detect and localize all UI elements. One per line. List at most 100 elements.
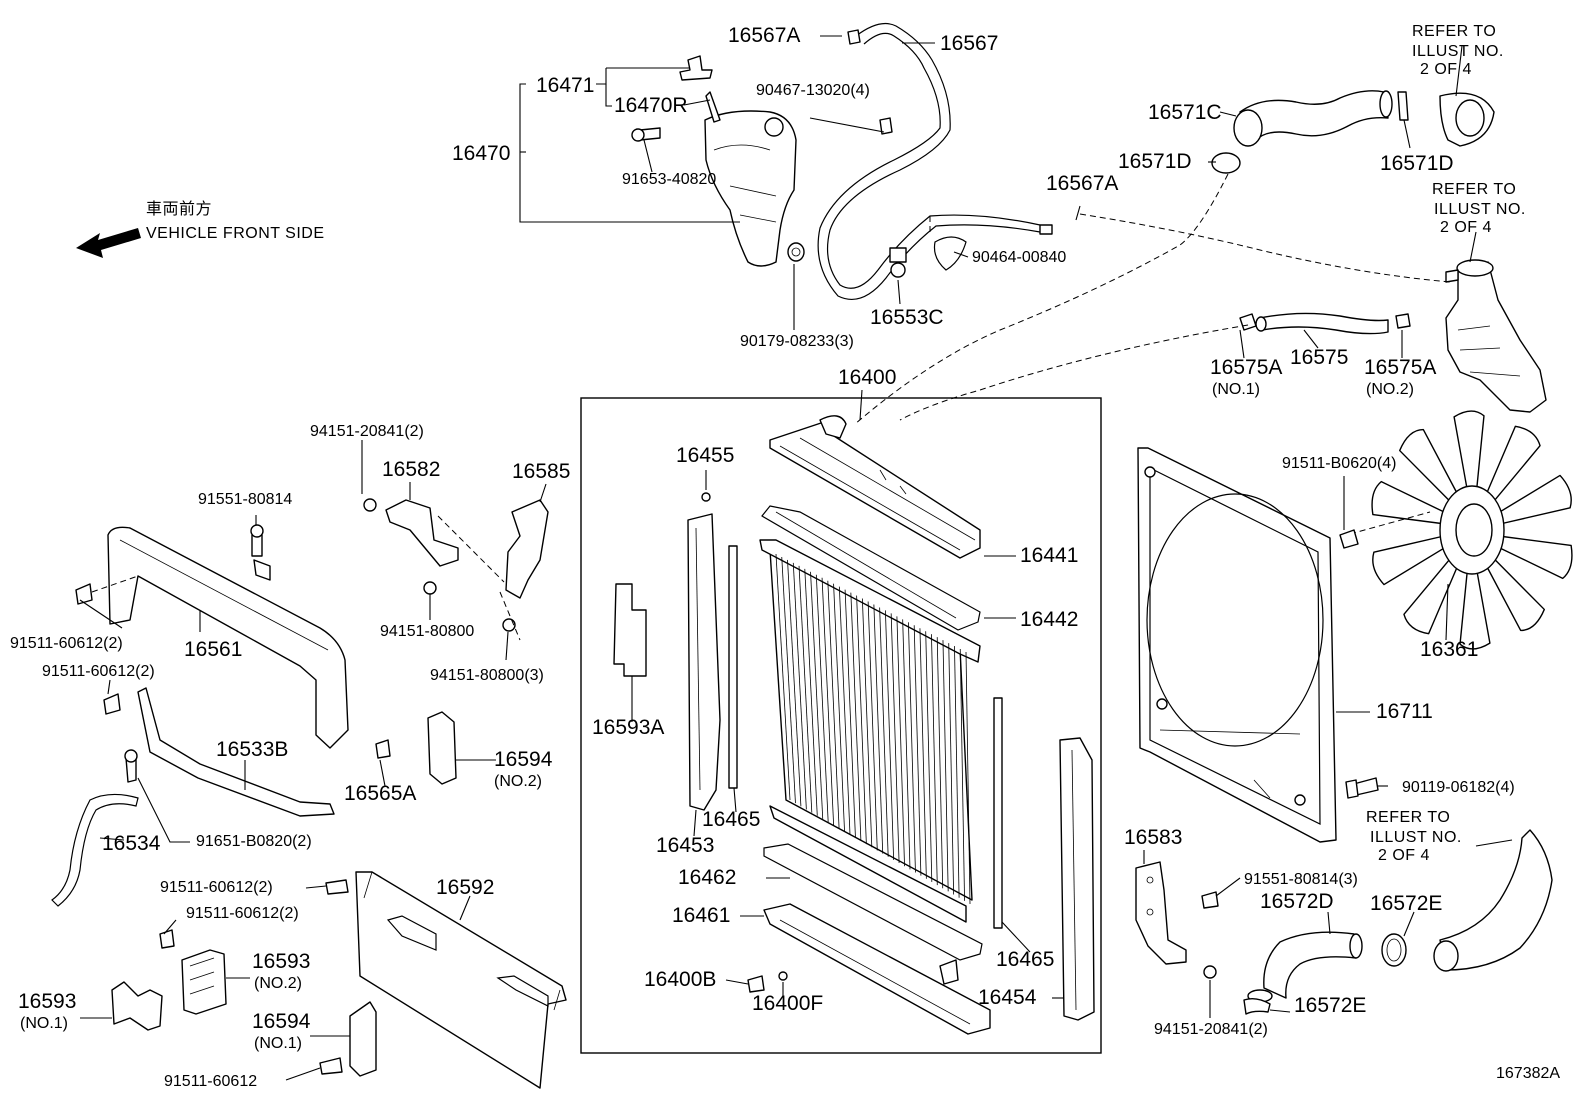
label-94151-20841-bottom: 94151-20841(2) — [1154, 1021, 1268, 1038]
core-fin-line — [792, 562, 807, 810]
label-16461: 16461 — [672, 904, 730, 927]
label-16553C: 16553C — [870, 306, 944, 329]
core-fin-line — [838, 586, 851, 835]
seal-16593-no2 — [181, 949, 227, 1015]
label-16470: 16470 — [452, 142, 510, 165]
core-fin-line — [821, 577, 835, 826]
label-91511-60612-e: 91511-60612 — [164, 1073, 257, 1090]
label-16571D-left: 16571D — [1118, 150, 1192, 173]
core-fin-line — [787, 559, 802, 807]
core-fin-line — [775, 553, 791, 801]
clamp-16572E — [1243, 933, 1407, 1015]
label-16571D-right: 16571D — [1380, 152, 1454, 175]
label-16471: 16471 — [536, 74, 594, 97]
label-16594-no1: 16594 — [252, 1010, 311, 1033]
core-fin-line — [781, 556, 796, 804]
water-outlet-drawing — [1445, 259, 1547, 413]
drain-plug-drawing — [701, 492, 788, 993]
upper-hose-drawing — [1211, 90, 1495, 174]
fan-blade — [1459, 567, 1491, 650]
radiator-core — [759, 539, 981, 923]
label-16571C: 16571C — [1148, 101, 1222, 124]
label-16533B: 16533B — [216, 738, 288, 761]
radiator-upper-gasket — [761, 505, 981, 631]
label-16567A-top: 16567A — [728, 24, 800, 47]
core-fin-line — [833, 583, 845, 832]
label-16583: 16583 — [1124, 826, 1182, 849]
label-16593-no2: 16593 — [252, 950, 310, 973]
refer-note-3-line3: 2 OF 4 — [1378, 847, 1430, 864]
refer-note-2-line3: 2 OF 4 — [1440, 219, 1492, 236]
label-16442: 16442 — [1020, 608, 1078, 631]
label-16465-right: 16465 — [996, 948, 1054, 971]
label-16594-no2: 16594 — [494, 748, 553, 771]
fan-blade — [1403, 557, 1459, 635]
core-fin-line — [896, 616, 905, 867]
core-fin-line — [954, 646, 960, 898]
core-fin-line — [815, 574, 829, 823]
fastener-drawings — [75, 498, 1379, 1075]
label-91511-60612-a: 91511-60612(2) — [10, 635, 123, 652]
label-90119: 90119-06182(4) — [1402, 779, 1515, 796]
fan-blade — [1498, 474, 1572, 525]
bracket-16585 — [505, 499, 549, 599]
label-16593-no1: 16593 — [18, 990, 76, 1013]
label-16567: 16567 — [940, 32, 998, 55]
core-fin-line — [804, 568, 818, 816]
label-90179: 90179-08233(3) — [740, 333, 854, 350]
fan-blade — [1398, 428, 1459, 503]
radiator-lower-tank — [763, 843, 991, 1035]
label-16592: 16592 — [436, 876, 494, 899]
refer-note-top: REFER TO ILLUST NO. 2 OF 4 — [1412, 23, 1503, 78]
label-16470R: 16470R — [614, 94, 688, 117]
core-fin-line — [890, 613, 900, 864]
label-16575A-no1-sub: (NO.1) — [1212, 381, 1260, 398]
radiator-support-16561 — [107, 526, 349, 749]
core-fin-line — [810, 571, 824, 819]
core-fin-line — [908, 622, 916, 873]
bypass-hose-drawing — [1239, 312, 1411, 335]
label-94151-80800-3: 94151-80800(3) — [430, 667, 544, 684]
core-fin-line — [850, 592, 862, 841]
radiator-upper-tank — [769, 415, 981, 559]
core-fin-line — [873, 604, 884, 854]
label-91651: 91651-B0820(2) — [196, 833, 312, 850]
refer-note-1-line1: REFER TO — [1412, 23, 1496, 40]
label-16465-left: 16465 — [702, 808, 760, 831]
label-16400F: 16400F — [752, 992, 823, 1015]
core-fin-line — [948, 643, 955, 895]
refer-note-2-line1: REFER TO — [1432, 181, 1516, 198]
label-16572E-bottom: 16572E — [1294, 994, 1366, 1017]
label-16585: 16585 — [512, 460, 570, 483]
core-fin-line — [913, 625, 922, 876]
bracket-16582 — [385, 499, 459, 567]
fan-blade — [1485, 557, 1546, 632]
radiator-side-supports — [613, 513, 1095, 1021]
seal-16594-no2 — [427, 711, 457, 785]
label-16565A: 16565A — [344, 782, 416, 805]
cooling-fan-drawing — [1349, 410, 1573, 650]
vehicle-front-arrow — [76, 228, 141, 258]
core-fin-line — [925, 631, 933, 882]
label-16593-no2-sub: (NO.2) — [254, 975, 302, 992]
reservoir-tank-drawing — [631, 55, 805, 267]
core-fin-line — [936, 637, 944, 889]
refer-note-middle: REFER TO ILLUST NO. 2 OF 4 — [1432, 181, 1525, 236]
seal-16594-no1 — [349, 1001, 377, 1077]
label-16575: 16575 — [1290, 346, 1348, 369]
brace-16533B — [137, 687, 335, 817]
direction-label-en: VEHICLE FRONT SIDE — [146, 225, 325, 242]
label-16455: 16455 — [676, 444, 734, 467]
core-fin-line — [902, 619, 911, 870]
core-fin-line — [861, 598, 873, 848]
label-16453: 16453 — [656, 834, 714, 857]
refer-note-bottom: REFER TO ILLUST NO. 2 OF 4 — [1366, 809, 1461, 864]
label-94151-20841-top: 94151-20841(2) — [310, 423, 424, 440]
refer-note-3-line1: REFER TO — [1366, 809, 1450, 826]
label-91551-80814-3: 91551-80814(3) — [1244, 871, 1358, 888]
direction-label-jp: 車両前方 — [146, 200, 212, 218]
core-fin-line — [919, 628, 927, 879]
label-16594-no2-sub: (NO.2) — [494, 773, 542, 790]
leader-lines — [79, 35, 1513, 1081]
